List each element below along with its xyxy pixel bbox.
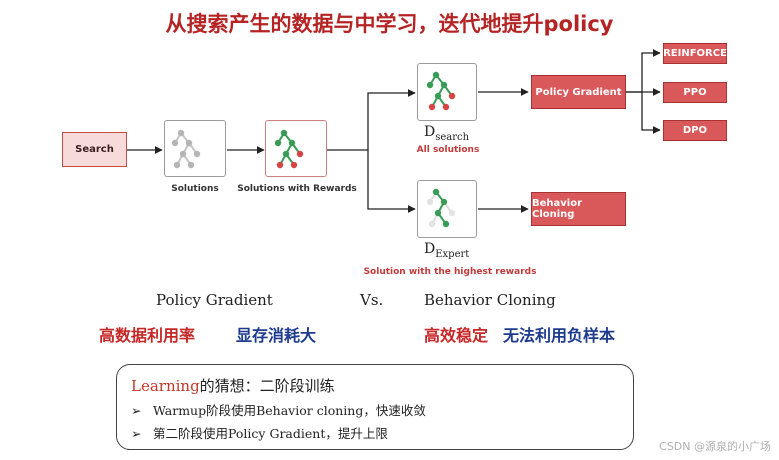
solutions-caption: Solutions	[171, 184, 219, 194]
behavior-cloning-node: Behavior Cloning	[531, 192, 626, 226]
pg-pro: 高数据利用率	[99, 326, 196, 345]
pg-con: 显存消耗大	[236, 326, 317, 345]
arrow-rewards-expert-branch	[367, 150, 416, 213]
tree-icon-dsearch	[426, 71, 456, 111]
ppo-node: PPO	[663, 82, 727, 103]
dpo-node: DPO	[663, 120, 727, 141]
dexpert-node	[417, 180, 477, 238]
dsearch-node	[417, 63, 477, 121]
arrow-pg-reinforce	[626, 49, 661, 93]
dsearch-label: Dsearch	[424, 124, 470, 143]
arrow-rewards-branch	[327, 89, 416, 151]
reinforce-node: REINFORCE	[663, 43, 727, 64]
search-node: Search	[62, 132, 127, 167]
tree-icon-rewards	[274, 129, 304, 169]
bullet-arrow-icon: ➢	[131, 426, 142, 441]
tree-icon-dexpert	[426, 188, 456, 228]
comparison-vs: Vs.	[360, 291, 384, 309]
solutions-rewards-caption: Solutions with Rewards	[237, 184, 357, 194]
hypothesis-note: Learning的猜想：二阶段训练 ➢Warmup阶段使用Behavior cl…	[116, 364, 634, 450]
bc-con: 无法利用负样本	[503, 326, 616, 345]
solutions-rewards-node	[265, 120, 327, 177]
tree-icon-solutions	[171, 129, 201, 169]
all-solutions-caption: All solutions	[416, 145, 480, 155]
watermark: CSDN @源泉的小广场	[659, 440, 771, 453]
page-title: 从搜索产生的数据与中学习，迭代地提升policy	[165, 12, 614, 36]
note-heading: Learning的猜想：二阶段训练	[131, 377, 335, 395]
dexpert-label: DExpert	[424, 241, 470, 260]
highest-rewards-caption: Solution with the highest rewards	[363, 267, 537, 277]
note-bullet: ➢第二阶段使用Policy Gradient，提升上限	[131, 426, 388, 441]
bullet-arrow-icon: ➢	[131, 403, 142, 418]
solutions-node	[164, 120, 226, 177]
policy-gradient-node: Policy Gradient	[531, 75, 626, 109]
bc-pro: 高效稳定	[424, 326, 489, 345]
comparison-left-label: Policy Gradient	[156, 291, 273, 309]
arrow-pg-dpo	[641, 92, 661, 134]
note-bullet: ➢Warmup阶段使用Behavior cloning，快速收敛	[131, 403, 426, 418]
comparison-right-label: Behavior Cloning	[424, 291, 556, 309]
